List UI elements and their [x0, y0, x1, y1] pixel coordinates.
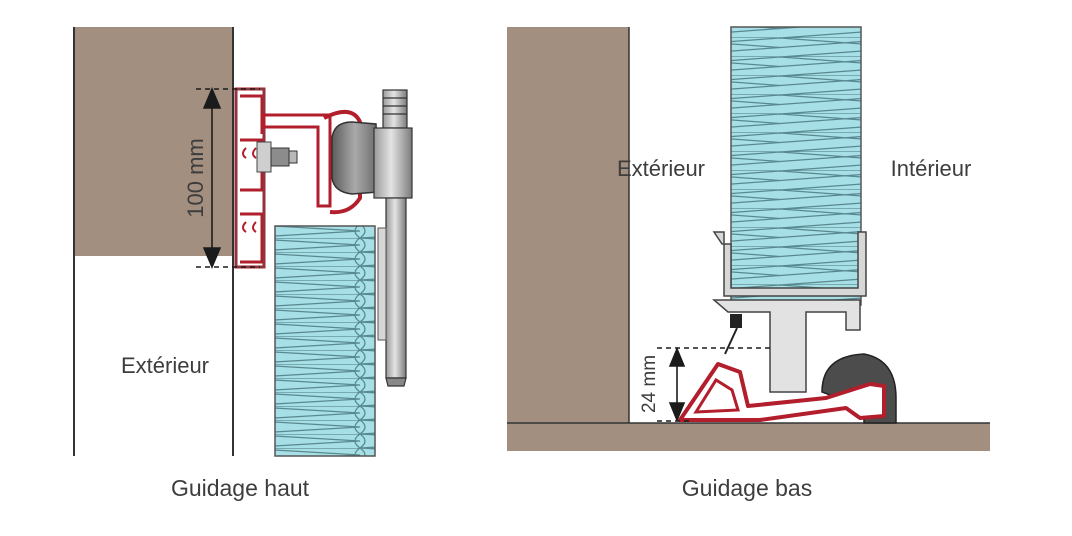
floor-guide-red	[678, 362, 886, 422]
interior-label-bottom: Intérieur	[891, 156, 972, 181]
bottom-guide-figure: 24 mm Extérieur Intérieur Guidage bas	[507, 26, 990, 501]
wall-jamb	[507, 27, 629, 423]
screw-assembly	[256, 141, 298, 173]
exterior-label-top: Extérieur	[121, 353, 209, 378]
dimension-label-100mm: 100 mm	[183, 138, 208, 217]
guide-slider	[711, 299, 861, 393]
floor-slab	[507, 423, 990, 451]
dimension-24mm	[657, 346, 770, 423]
dimension-label-24mm: 24 mm	[639, 355, 660, 413]
bottom-u-profile	[712, 231, 867, 297]
exterior-label-bottom: Extérieur	[617, 156, 705, 181]
top-rail-profile	[234, 87, 266, 269]
roller-carrier	[331, 121, 379, 195]
dimension-100mm	[196, 86, 260, 270]
vertical-bolt	[373, 89, 413, 387]
top-guide-figure: 100 mm Extérieur Guidage haut	[73, 27, 413, 501]
caption-bottom-guide: Guidage bas	[682, 475, 812, 501]
seal-insert	[730, 314, 742, 328]
guide-plate	[377, 227, 387, 341]
caption-top-guide: Guidage haut	[171, 475, 310, 501]
wall-lintel	[74, 27, 234, 256]
